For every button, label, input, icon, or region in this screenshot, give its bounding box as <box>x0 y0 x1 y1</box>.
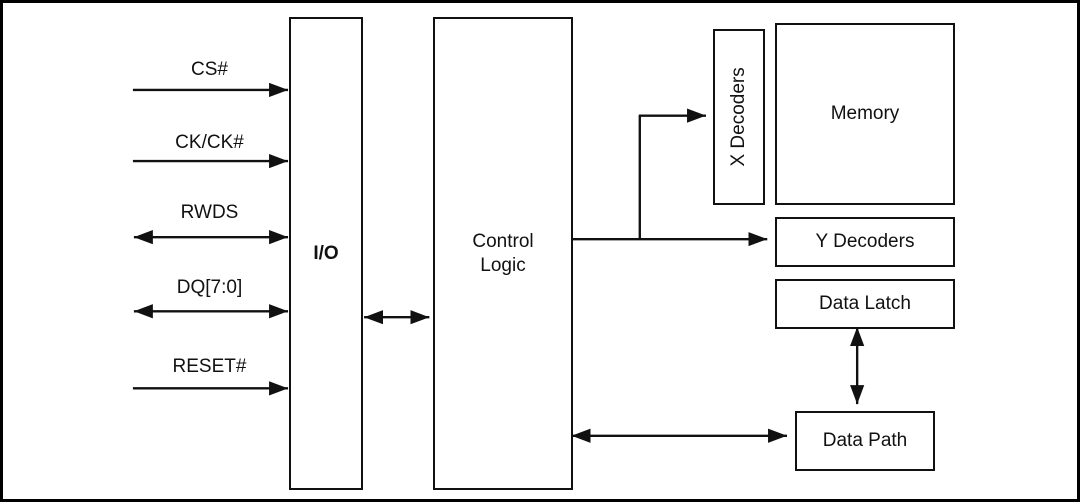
data-latch-label: Data Latch <box>819 293 911 315</box>
io-block-label: I/O <box>313 242 339 264</box>
memory-block: Memory <box>775 23 955 205</box>
y-decoders-label: Y Decoders <box>815 231 915 253</box>
signal-label-cs: CS# <box>191 59 228 80</box>
signal-label-dq: DQ[7:0] <box>176 277 243 298</box>
data-path-block: Data Path <box>795 411 935 471</box>
control-logic-label: Control Logic <box>472 230 534 276</box>
io-block: I/O <box>289 17 363 490</box>
control-logic-block: Control Logic <box>433 17 573 490</box>
x-decoders-label: X Decoders <box>728 67 750 167</box>
data-path-label: Data Path <box>822 430 908 452</box>
signal-label-ck: CK/CK# <box>175 132 244 153</box>
x-decoders-block: X Decoders <box>713 29 765 205</box>
signal-label-reset: RESET# <box>172 356 247 377</box>
y-decoders-block: Y Decoders <box>775 217 955 267</box>
data-latch-block: Data Latch <box>775 279 955 329</box>
memory-label: Memory <box>830 103 900 125</box>
signal-label-rwds: RWDS <box>180 202 239 223</box>
